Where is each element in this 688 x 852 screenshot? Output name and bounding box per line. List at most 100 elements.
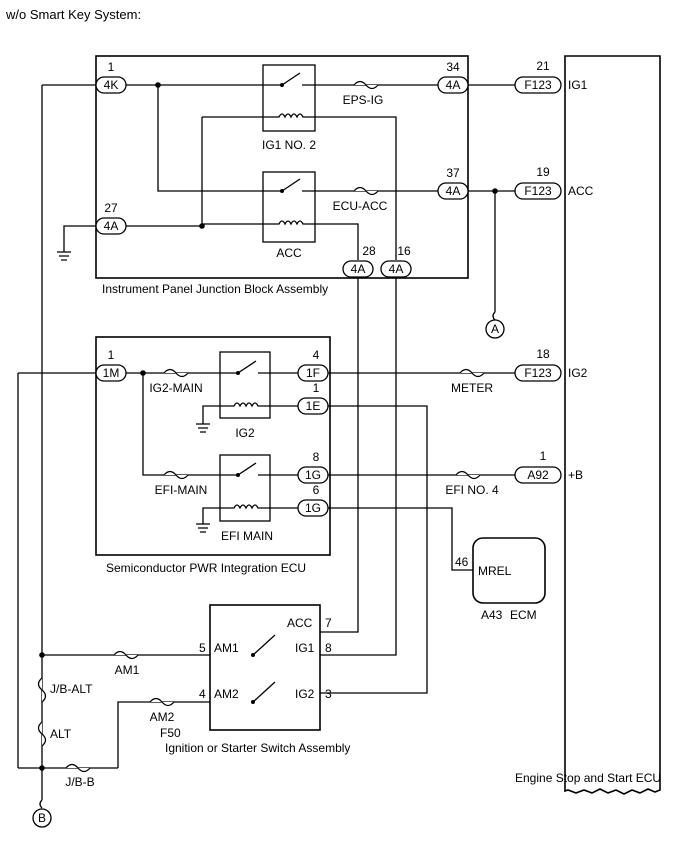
- relay-ig1-no2: [262, 64, 316, 132]
- svg-text:18: 18: [536, 347, 550, 361]
- fuse-am2-label: AM2: [150, 710, 175, 724]
- fuse-ig2-main-icon: [163, 368, 189, 378]
- fuse-jb-alt-icon: [37, 677, 47, 703]
- break-mark-icon: [39, 799, 43, 809]
- svg-text:4A: 4A: [389, 262, 404, 276]
- marker-a: A: [485, 319, 505, 339]
- fuse-alt-label: ALT: [50, 727, 72, 741]
- marker-b: B: [32, 808, 52, 828]
- svg-text:8: 8: [313, 450, 320, 464]
- relay-efi-main: [219, 454, 271, 522]
- connector-4a-28: 4A 28: [342, 244, 376, 278]
- svg-text:B: B: [38, 811, 46, 825]
- svg-text:1F: 1F: [306, 366, 320, 380]
- connector-a92: A92 1 +B: [514, 449, 583, 484]
- ignition-switch-contacts: [251, 634, 276, 704]
- svg-text:28: 28: [362, 244, 376, 258]
- junction-dot: [492, 188, 498, 194]
- break-mark-icon: [492, 311, 496, 321]
- switch-pin-3: 3: [325, 687, 332, 701]
- switch-terminal-acc: ACC: [287, 616, 313, 630]
- svg-text:37: 37: [446, 166, 460, 180]
- ecm-code-label: A43: [481, 608, 503, 622]
- ecm-box: [472, 537, 546, 604]
- connector-1f: 1F 4: [297, 348, 329, 382]
- fuse-efi-main-label: EFI-MAIN: [155, 483, 208, 497]
- ecm-pin-label: 46: [455, 555, 469, 569]
- switch-terminal-ig1: IG1: [295, 641, 315, 655]
- ecm-name-label: ECM: [510, 608, 537, 622]
- relay-efi-main-label: EFI MAIN: [221, 529, 273, 543]
- connector-4a-34: 4A 34: [437, 60, 469, 94]
- wire-coil4-ground: [202, 507, 220, 524]
- svg-text:19: 19: [536, 165, 550, 179]
- wire-1m-efimain: [142, 373, 220, 476]
- svg-text:1M: 1M: [103, 366, 120, 380]
- fuse-am1-label: AM1: [115, 663, 140, 677]
- relay-acc: [262, 171, 316, 243]
- svg-text:4A: 4A: [104, 219, 119, 233]
- svg-text:ACC: ACC: [568, 184, 594, 198]
- switch-terminal-ig2: IG2: [295, 687, 315, 701]
- wire-16-ig1: [320, 278, 397, 656]
- fuse-efi-no4-label: EFI NO. 4: [445, 483, 499, 497]
- fuse-meter-label: METER: [451, 381, 493, 395]
- connector-f123-19: F123 19 ACC: [514, 165, 594, 200]
- diagram-title: w/o Smart Key System:: [5, 7, 141, 22]
- fuse-alt-icon: [37, 721, 47, 747]
- svg-text:1: 1: [313, 381, 320, 395]
- fuse-ig2-main-label: IG2-MAIN: [149, 381, 202, 395]
- svg-text:4K: 4K: [104, 78, 119, 92]
- connector-4a-27: 4A 27: [95, 201, 127, 235]
- connector-f123-18: F123 18 IG2: [514, 347, 588, 382]
- connector-1e: 1E 1: [297, 381, 329, 415]
- junction-block-label: Instrument Panel Junction Block Assembly: [102, 282, 328, 296]
- junction-dot: [39, 765, 45, 771]
- wire-28-acc: [320, 278, 359, 633]
- engine-ecu-label: Engine Stop and Start ECU: [515, 771, 661, 785]
- svg-text:A92: A92: [527, 468, 549, 482]
- fuse-efi-main-icon: [163, 470, 189, 480]
- fuse-jb-b-icon: [65, 763, 91, 773]
- wire-am2: [117, 701, 210, 768]
- switch-pin-7: 7: [325, 616, 332, 630]
- wire-4k-relay2: [157, 85, 263, 192]
- relay-acc-label: ACC: [276, 246, 302, 260]
- switch-terminal-am1: AM1: [214, 641, 239, 655]
- svg-text:21: 21: [536, 59, 550, 73]
- wire-1g6-mrel: [328, 507, 473, 571]
- ground-symbols: [57, 251, 210, 533]
- svg-text:F123: F123: [524, 184, 552, 198]
- svg-text:1: 1: [540, 449, 547, 463]
- svg-text:1E: 1E: [306, 399, 321, 413]
- svg-text:1: 1: [108, 60, 115, 74]
- switch-pin-4: 4: [199, 687, 206, 701]
- junction-block-box: [95, 55, 469, 279]
- svg-text:4: 4: [313, 348, 320, 362]
- relay-ig1-no2-label: IG1 NO. 2: [262, 138, 316, 152]
- fuse-ecu-acc-label: ECU-ACC: [333, 199, 388, 213]
- ground-icon: [196, 523, 210, 533]
- fuse-eps-ig-label: EPS-IG: [343, 93, 384, 107]
- svg-text:4A: 4A: [446, 78, 461, 92]
- relay-ig2: [219, 351, 271, 419]
- junction-dot: [39, 652, 45, 658]
- connector-f123-21: F123 21 IG1: [514, 59, 588, 94]
- engine-stop-start-ecu-box: [564, 55, 661, 795]
- semiconductor-ecu-label: Semiconductor PWR Integration ECU: [106, 561, 306, 575]
- wires: [17, 84, 515, 800]
- junction-dot: [140, 370, 146, 376]
- connector-1m: 1M 1: [95, 348, 127, 382]
- wire-coil3-ground: [202, 405, 220, 424]
- connector-4a-37: 4A 37: [437, 166, 469, 200]
- relay-ig2-label: IG2: [235, 426, 255, 440]
- svg-text:16: 16: [397, 244, 411, 258]
- semiconductor-ecu-box: [95, 336, 331, 556]
- svg-text:27: 27: [104, 201, 118, 215]
- fuse-jb-alt-label: J/B-ALT: [50, 682, 93, 696]
- svg-text:6: 6: [313, 483, 320, 497]
- ground-icon: [196, 423, 210, 433]
- svg-text:+B: +B: [568, 468, 583, 482]
- svg-text:A: A: [491, 322, 499, 336]
